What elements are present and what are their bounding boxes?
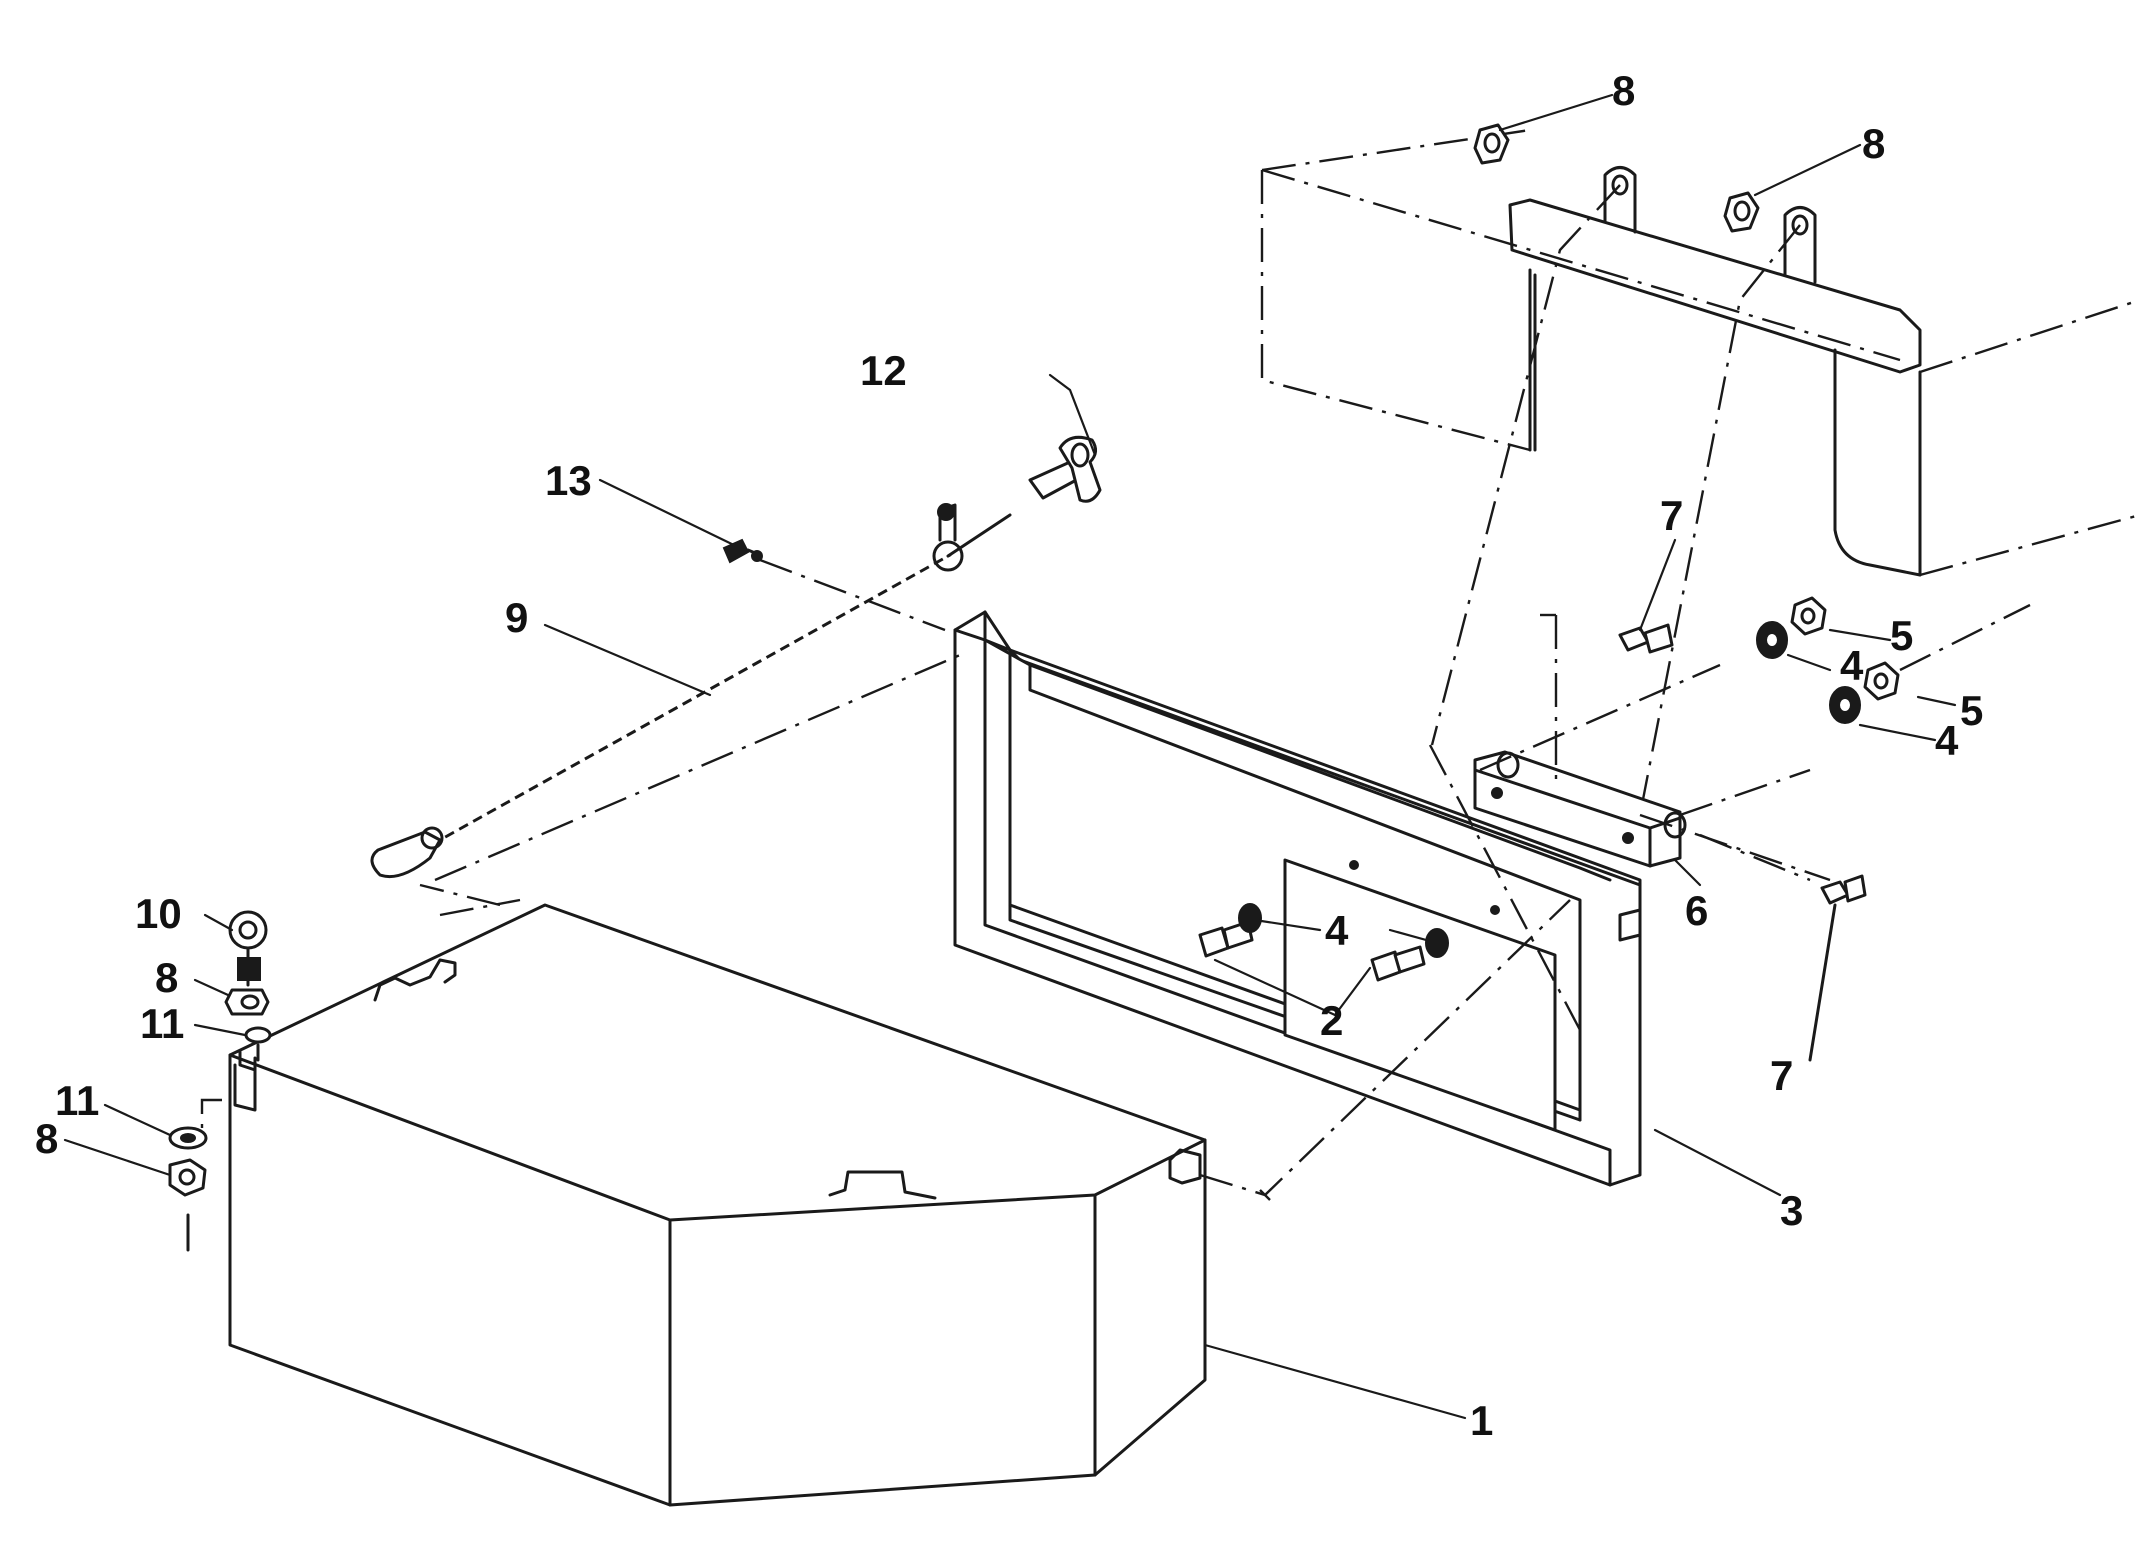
callout-12: 12 (860, 347, 907, 394)
callouts: 1 2 3 4 4 4 5 5 6 7 7 8 8 8 8 9 10 11 11… (35, 67, 1983, 1444)
callout-1: 1 (1470, 1397, 1493, 1444)
callout-5-lower: 5 (1960, 687, 1983, 734)
callout-2: 2 (1320, 997, 1343, 1044)
callout-8-top-left: 8 (1612, 67, 1635, 114)
pin (1028, 435, 1102, 503)
callout-4-right-upper: 4 (1840, 642, 1864, 689)
callout-11-upper: 11 (140, 1000, 184, 1047)
callout-7-lower: 7 (1770, 1052, 1793, 1099)
callout-8-left-lower: 8 (35, 1115, 58, 1162)
callout-6: 6 (1685, 887, 1708, 934)
callout-11-lower: 11 (55, 1077, 99, 1124)
callout-4-right-lower: 4 (1935, 717, 1959, 764)
tractor-frame (1260, 128, 2141, 816)
assembly-lines (434, 558, 1831, 1197)
callout-8-left-upper: 8 (155, 954, 178, 1001)
callout-3: 3 (1780, 1187, 1803, 1234)
callout-7-upper: 7 (1660, 492, 1683, 539)
frame-plate (953, 610, 1642, 1187)
callout-10: 10 (135, 890, 182, 937)
callout-9: 9 (505, 594, 528, 641)
callout-8-top-right: 8 (1862, 120, 1885, 167)
callout-4-center: 4 (1325, 907, 1349, 954)
hardware-right (1618, 596, 2031, 1062)
leader-lines (63, 93, 1957, 1420)
hardware-top (1473, 123, 1760, 233)
hardware-center (1198, 903, 1449, 982)
chain (370, 503, 1012, 879)
weight-box (228, 883, 1271, 1507)
bolt-13 (722, 538, 763, 564)
callout-13: 13 (545, 457, 592, 504)
hardware-left (168, 910, 272, 1252)
callout-5-upper: 5 (1890, 612, 1913, 659)
